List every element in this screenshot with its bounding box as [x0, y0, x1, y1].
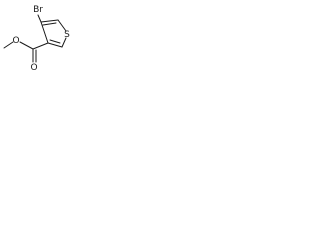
bond-group	[3, 14, 67, 63]
bond-c5-c4-double-inner	[42, 22, 57, 26]
bond-c3-ccarbonyl	[32, 42, 49, 50]
bond-ccarbonyl-oester	[19, 41, 34, 50]
bond-oester-methyl	[3, 41, 14, 49]
molecule-structure: Br S O O	[3, 5, 70, 73]
bond-c2-s	[61, 37, 67, 48]
bond-s-c5	[57, 19, 67, 32]
bond-c5-c4-double	[40, 19, 59, 23]
ester-oxygen-label: O	[12, 36, 19, 46]
bond-c4-br	[37, 14, 42, 23]
bond-c3-c2-double-inner	[49, 39, 61, 44]
bromine-label: Br	[33, 5, 43, 15]
structure-canvas: Br S O O	[0, 0, 74, 78]
sulfur-label: S	[64, 30, 70, 40]
carbonyl-oxygen-label: O	[30, 63, 37, 73]
bond-c3-c4	[40, 21, 49, 44]
bond-c3-c2-double	[47, 42, 63, 48]
